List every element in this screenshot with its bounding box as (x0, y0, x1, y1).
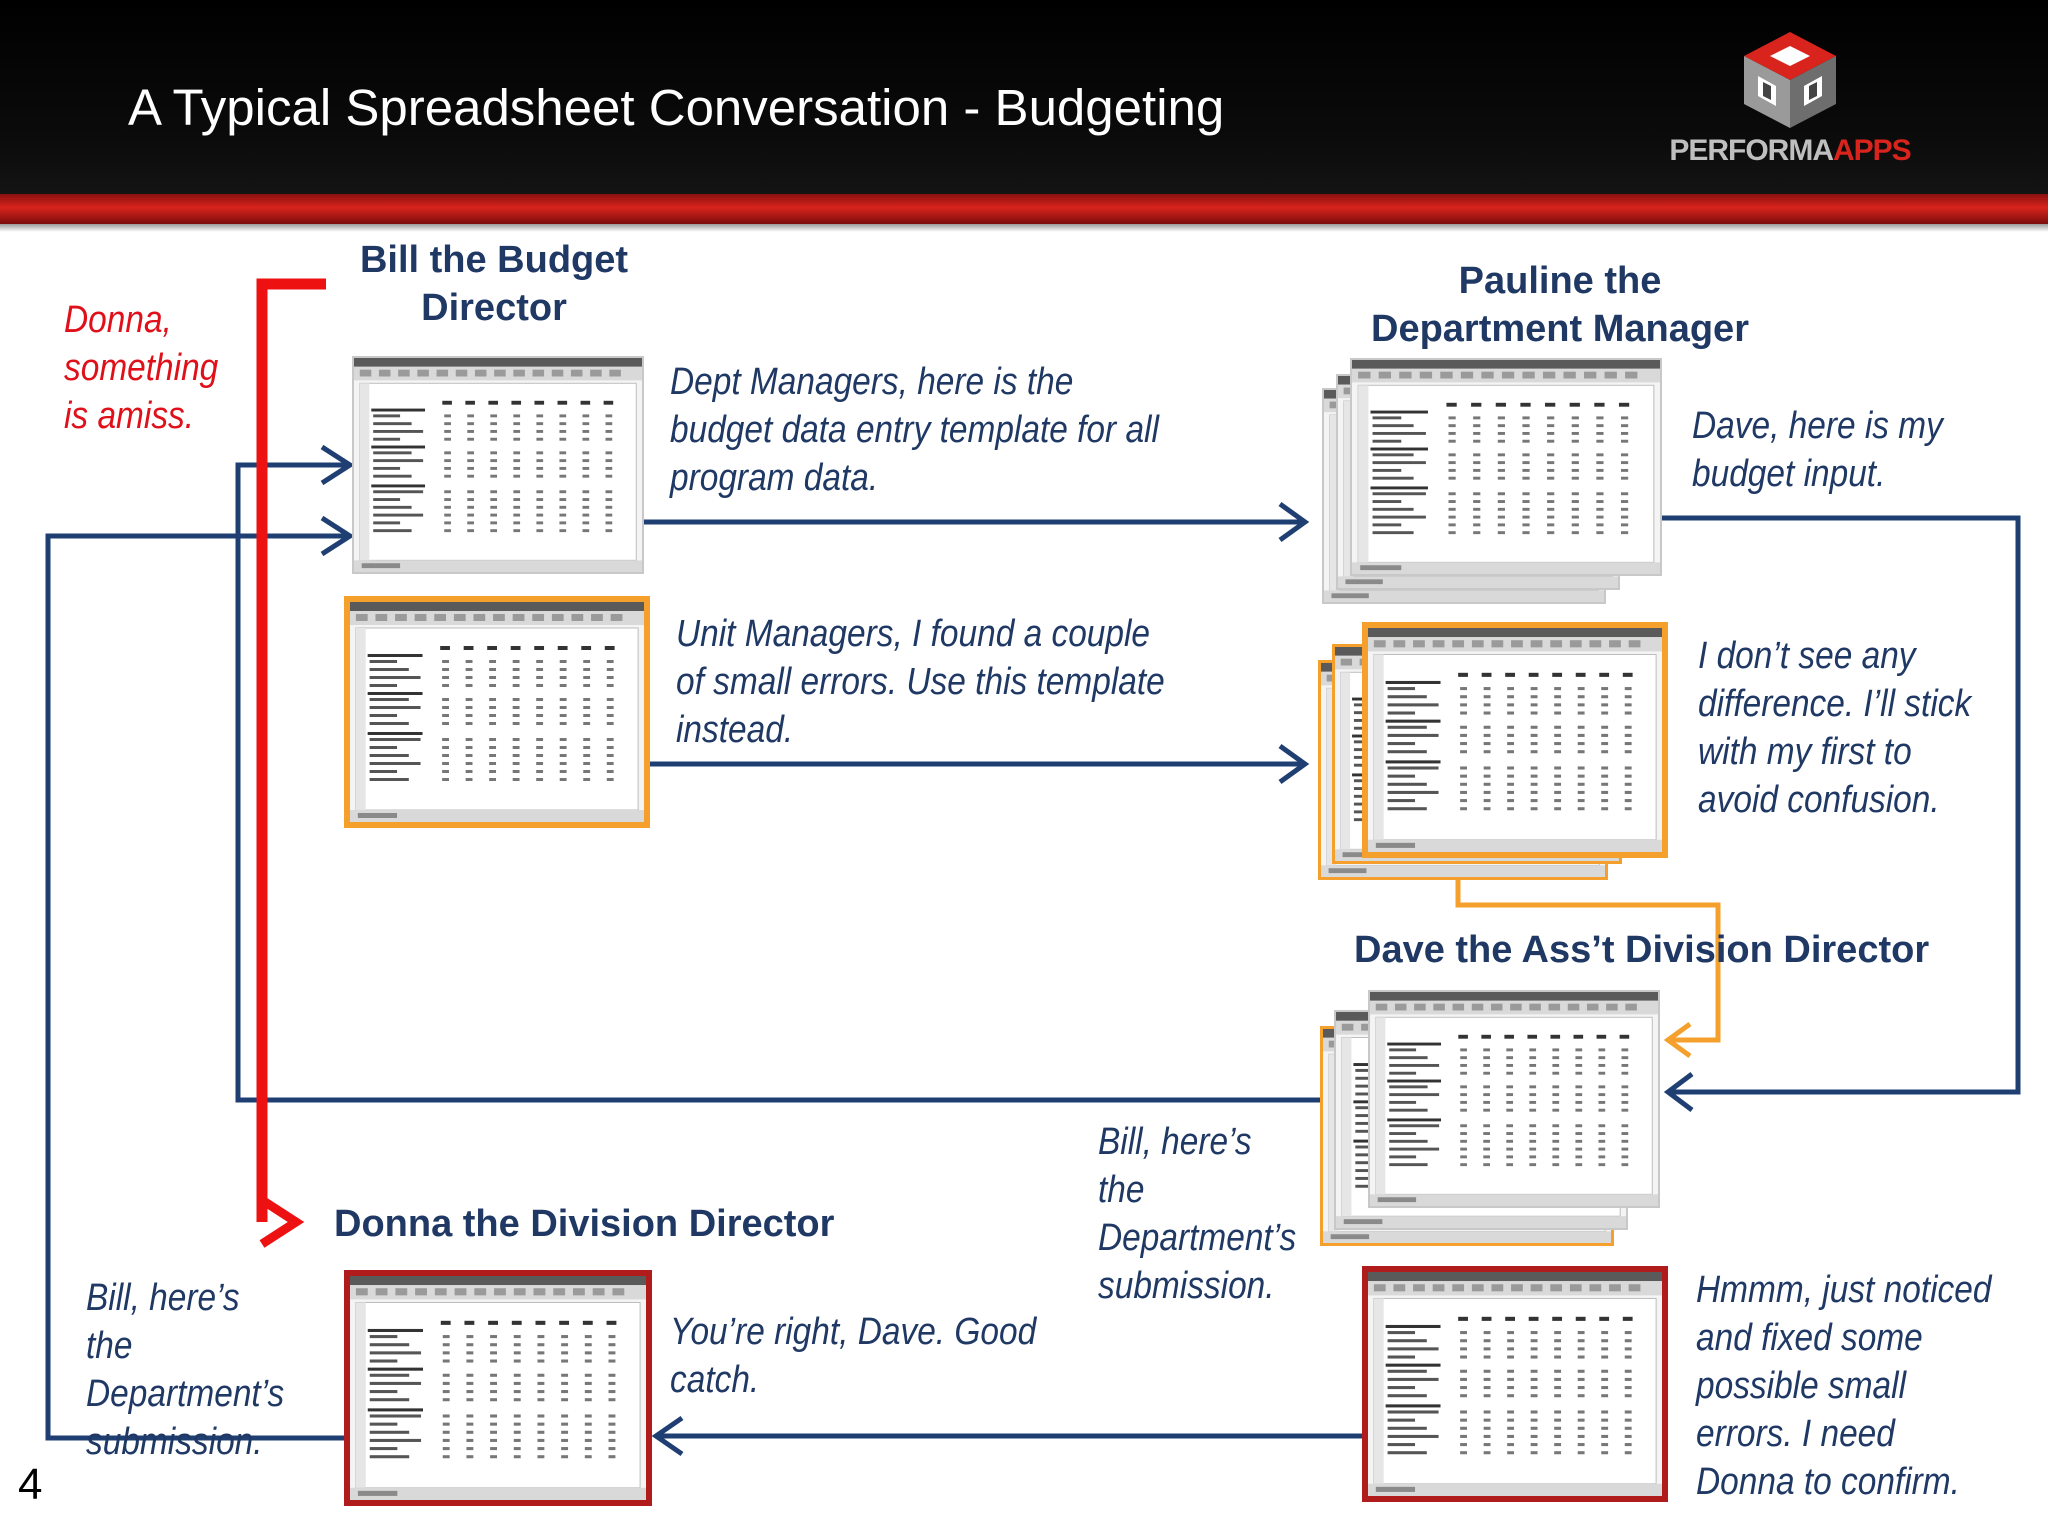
label-pauline: Pauline the Department Manager (1350, 257, 1770, 353)
arrowhead-pauline-1 (1278, 501, 1310, 543)
message-dave-noticed: Hmmm, just noticed and fixed some possib… (1696, 1269, 1992, 1503)
spreadsheet-bill-template (352, 356, 644, 574)
arrow-pauline-to-dave (1662, 515, 2021, 1095)
message-donna-to-bill: Bill, here’s the Department’s submission… (86, 1277, 285, 1463)
arrowhead-pauline-2 (1278, 743, 1310, 785)
spreadsheet-thumbnail-illustration (1368, 628, 1662, 852)
spreadsheet-thumbnail-illustration (1370, 992, 1658, 1206)
logo-wordmark-left: PERFORMA (1669, 134, 1834, 167)
slide-header: A Typical Spreadsheet Conversation - Bud… (0, 0, 2048, 232)
orange-arrowhead (1663, 1021, 1692, 1059)
arrow-donna-to-bill (45, 533, 350, 1441)
label-donna: Donna the Division Director (334, 1203, 835, 1245)
spreadsheet-thumbnail-illustration (350, 1276, 646, 1500)
slide-title: A Typical Spreadsheet Conversation - Bud… (128, 79, 1225, 136)
message-bill-to-dept-managers: Dept Managers, here is the budget data e… (670, 361, 1159, 499)
label-bill: Bill the Budget Director (344, 236, 644, 332)
arrowhead-dave (1663, 1072, 1694, 1112)
logo-wordmark-right: APPS (1832, 134, 1912, 167)
message-dave-to-bill: Bill, here’s the Department’s submission… (1098, 1121, 1297, 1307)
page-number: 4 (18, 1460, 43, 1509)
spreadsheet-dave-stack-1 (1368, 990, 1660, 1208)
cube-icon (1744, 32, 1836, 128)
label-pauline-text: Pauline the Department Manager (1371, 260, 1749, 350)
arrowhead-bill-1 (320, 444, 355, 486)
spreadsheet-pauline-corrected-1 (1362, 622, 1668, 858)
spreadsheet-donna (344, 1270, 652, 1506)
spreadsheet-thumbnail-illustration (1352, 360, 1660, 574)
red-arrowhead (259, 1196, 305, 1248)
spreadsheet-dave-fixed (1362, 1266, 1668, 1502)
spreadsheet-pauline-stack-1 (1350, 358, 1662, 576)
red-arrow-bill-to-donna (256, 278, 326, 1222)
message-bill-to-unit-managers: Unit Managers, I found a couple of small… (676, 613, 1165, 751)
logo-wordmark: PERFORMAAPPS (1660, 134, 1920, 168)
label-bill-text: Bill the Budget Director (359, 239, 629, 329)
spreadsheet-bill-corrected (344, 596, 650, 828)
arrow-dave-to-bill (235, 462, 1325, 1103)
message-donna-reply: You’re right, Dave. Good catch. (670, 1311, 1037, 1401)
performaapps-logo: PERFORMAAPPS (1660, 24, 1920, 184)
arrowhead-donna (651, 1415, 684, 1457)
spreadsheet-thumbnail-illustration (1368, 1272, 1662, 1496)
message-pauline-no-difference: I don’t see any difference. I’ll stick w… (1698, 635, 1972, 821)
header-shadow (0, 224, 2048, 232)
label-dave: Dave the Ass’t Division Director (1354, 929, 1930, 971)
arrowhead-bill-2 (320, 515, 355, 557)
spreadsheet-thumbnail-illustration (354, 358, 642, 572)
message-pauline-to-dave: Dave, here is my budget input. (1692, 405, 1943, 495)
header-red-bar (0, 194, 2048, 224)
message-amiss: Donna, something is amiss. (64, 299, 219, 437)
spreadsheet-thumbnail-illustration (350, 602, 644, 822)
orange-arrow-to-dave (1455, 876, 1721, 1043)
